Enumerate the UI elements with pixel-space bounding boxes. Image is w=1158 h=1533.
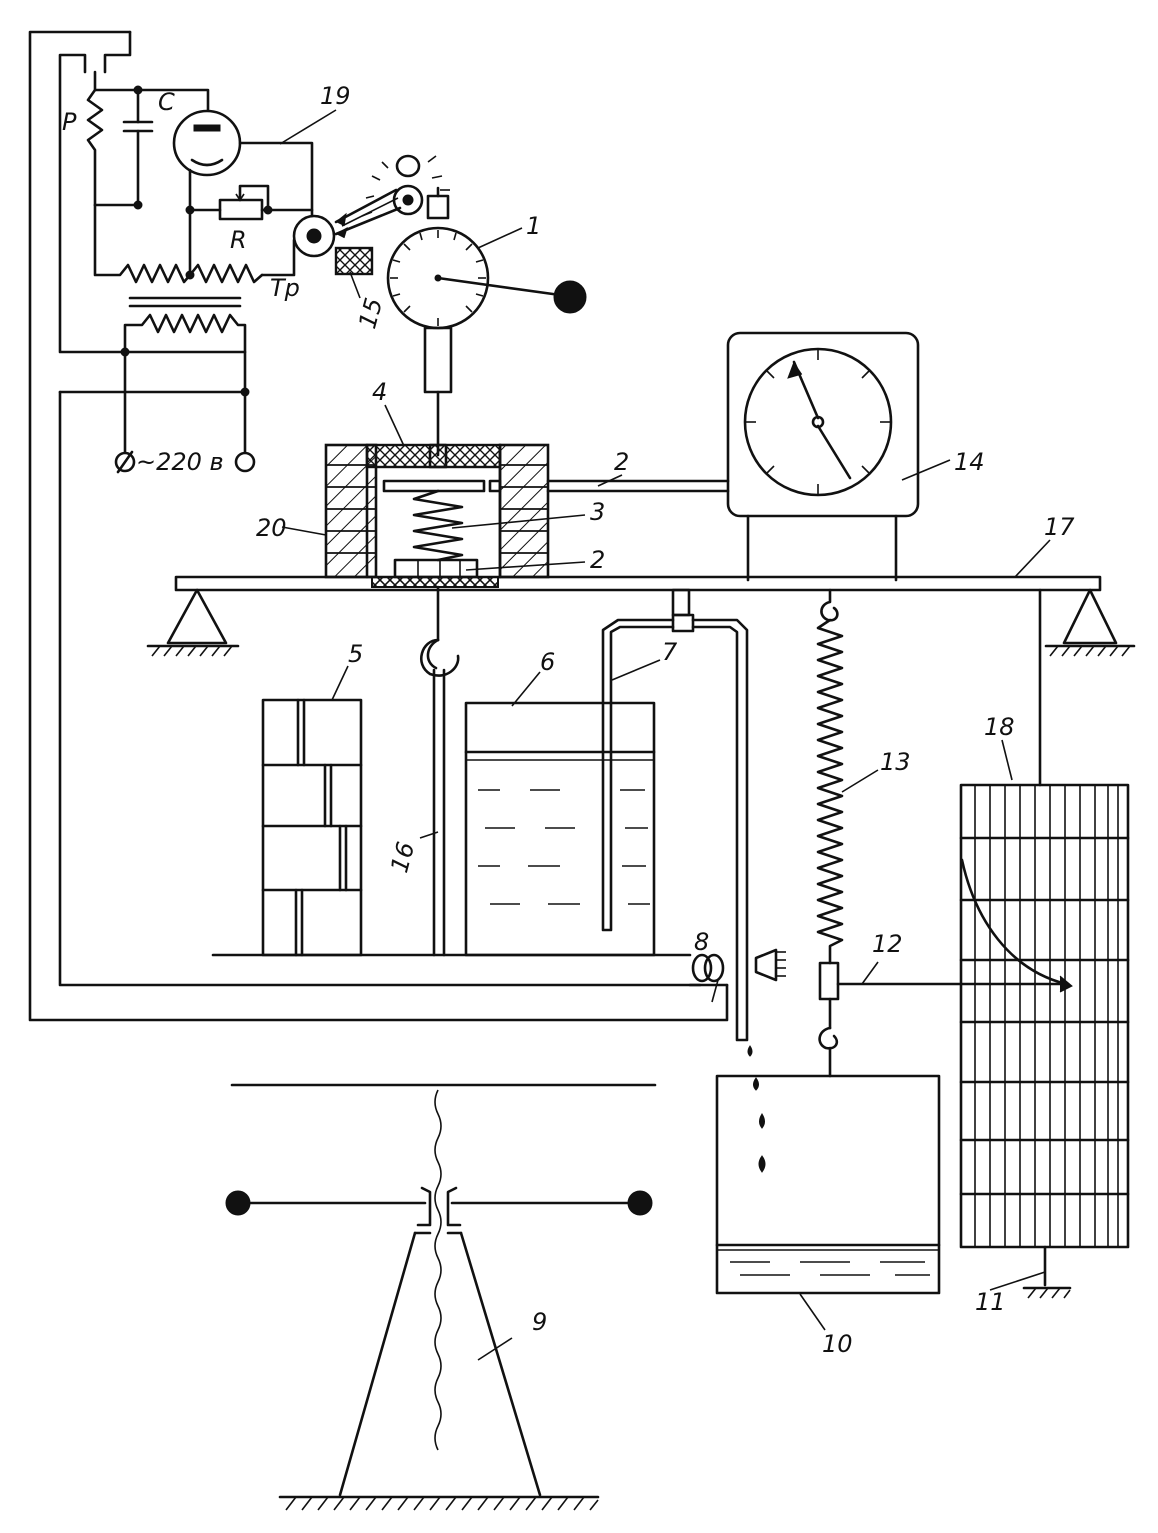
label-10: 10 [822, 1330, 853, 1358]
gas-line [546, 479, 730, 493]
label-mains: ~220 в [136, 448, 224, 476]
collector-vessel [715, 1074, 941, 1295]
brick-stack [261, 698, 363, 957]
relay-coil-p [86, 88, 104, 207]
shutter-flag [334, 246, 374, 276]
label-3: 3 [590, 498, 605, 526]
label-2-upper: 2 [614, 448, 629, 476]
drive-mechanism [225, 1083, 657, 1511]
label-18: 18 [984, 713, 1015, 741]
balance-beam [146, 575, 1136, 657]
label-9: 9 [532, 1308, 547, 1336]
vacuum-tube [172, 109, 242, 177]
pressure-gauge [726, 331, 920, 582]
water-tank [464, 701, 656, 957]
label-4: 4 [372, 378, 387, 406]
label-2-lower: 2 [590, 546, 605, 574]
spring-balance [816, 588, 844, 1078]
label-13: 13 [880, 748, 911, 776]
label-r: R [230, 226, 247, 254]
label-20: 20 [256, 514, 287, 542]
label-c: C [158, 88, 175, 116]
label-19: 19 [320, 82, 351, 110]
label-16: 16 [385, 839, 420, 876]
label-7: 7 [662, 638, 678, 666]
furnace [324, 443, 550, 588]
signal-wiring [28, 30, 729, 1022]
water-drops [747, 1045, 766, 1173]
capacitor-c [122, 85, 154, 210]
resistor-r [188, 184, 314, 221]
dial-indicator [386, 186, 587, 457]
label-6: 6 [540, 648, 555, 676]
label-12: 12 [872, 930, 903, 958]
label-1: 1 [526, 212, 541, 240]
label-p: P [62, 108, 77, 136]
label-15: 15 [353, 295, 388, 332]
label-5: 5 [348, 640, 363, 668]
label-tp: Тр [270, 274, 300, 302]
label-11: 11 [975, 1288, 1006, 1316]
label-8: 8 [694, 928, 709, 956]
mains-terminals [114, 350, 256, 474]
clamp-electromagnet [688, 948, 786, 987]
recording-drum [959, 588, 1130, 1299]
label-17: 17 [1044, 513, 1075, 541]
siphon-tube [601, 588, 749, 1042]
label-14: 14 [954, 448, 985, 476]
light-source [334, 154, 450, 239]
rod-hook [419, 585, 460, 957]
part-labels: 1 2 2 3 4 5 6 7 8 9 10 11 12 13 14 15 16… [62, 82, 1075, 1358]
control-circuit [86, 70, 336, 474]
leader-lines [279, 109, 1051, 1361]
photocell [292, 214, 336, 258]
